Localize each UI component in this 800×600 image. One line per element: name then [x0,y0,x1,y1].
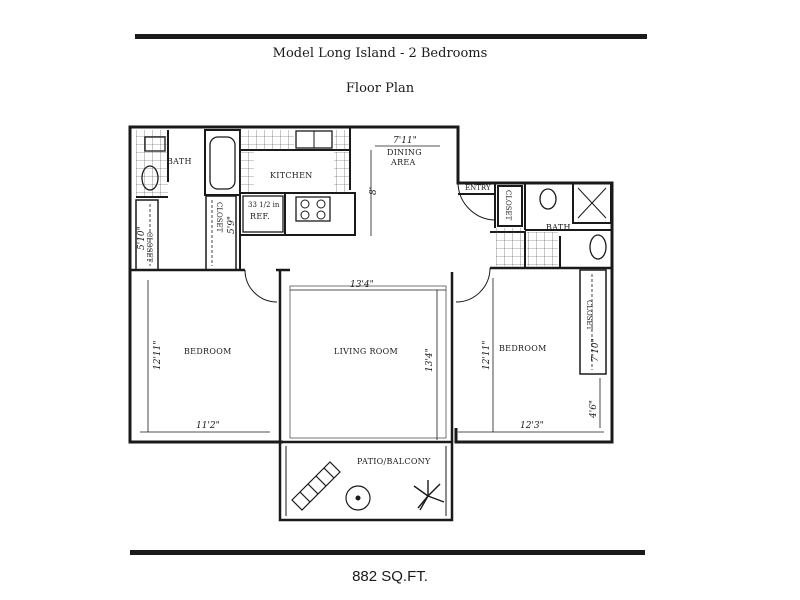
bedroom-left-label: BEDROOM [184,347,232,356]
dining-area-label: AREA [390,158,416,167]
tile-floor-entry [496,228,524,266]
living-depth-dim: 13'4" [425,348,435,372]
tile-floor-kitchen-counter [240,152,254,192]
entry-walls [458,183,523,228]
closet-right-depth-dim: 4'6" [589,400,599,419]
closet-left-label: CLOSET [145,232,153,263]
closet-right-label: CLOSET [585,300,593,331]
toilet-right [539,188,557,210]
closet-right [579,269,607,375]
tile-floor-kitchen [334,130,350,150]
living-room-label: LIVING ROOM [334,347,398,356]
closet-entry-label: CLOSET [504,190,512,221]
bath-right-walls [524,182,612,231]
living-room-outline [289,285,447,439]
bedroom-right-depth-dim: 12'11" [482,340,492,370]
bath-left-label: BATH [167,157,192,166]
entry-door-swing [457,182,497,221]
bedroom-right-door [455,267,491,303]
patio-label: PATIO/BALCONY [357,457,431,466]
ref-label: REF. [250,212,270,221]
patio-outline [278,440,454,522]
closet-kitchen-label: CLOSET [215,202,223,233]
palm-plant-icon [413,480,445,511]
tile-floor-bath-right [527,232,558,266]
stove [295,196,331,222]
dining-label: DINING [387,148,422,157]
patio-table-icon [345,485,371,511]
dining-width-dim: 7'11" [393,136,417,146]
sink-right [589,234,607,260]
page-subtitle: Floor Plan [345,81,415,96]
bedroom-right-width-dim: 12'3" [520,421,544,431]
bedroom-left-depth-dim: 12'11" [153,340,163,370]
tile-floor-bath-left [136,130,168,196]
tile-floor-kitchen-counter [334,152,350,192]
refrigerator [242,195,284,233]
bedroom-left-door [244,269,278,303]
page-title: Model Long Island - 2 Bedrooms [272,46,488,61]
square-footage: 882 SQ.FT. [352,568,428,585]
entry-label: ENTRY [465,184,491,192]
kitchen-label: KITCHEN [270,171,313,180]
top-rule [135,34,647,39]
tile-floor-kitchen [240,130,294,150]
bottom-rule [130,550,645,555]
dining-depth-dim: 8' [369,187,379,195]
closet-kitchen-dim: 5'9" [227,216,237,234]
ref-dimension-label: 33 1/2 in [248,201,280,209]
bathtub-left [209,136,236,190]
closet-right-dim: 7'10" [591,338,601,362]
living-width-dim: 13'4" [350,280,374,290]
interior-walls [130,266,612,442]
bedroom-left-width-dim: 11'2" [196,421,220,431]
bedroom-right-label: BEDROOM [499,344,547,353]
lounge-chair-icon [291,461,341,511]
bath-right-label: BATH [546,223,571,232]
closet-left-dim: 5'10" [137,226,147,250]
